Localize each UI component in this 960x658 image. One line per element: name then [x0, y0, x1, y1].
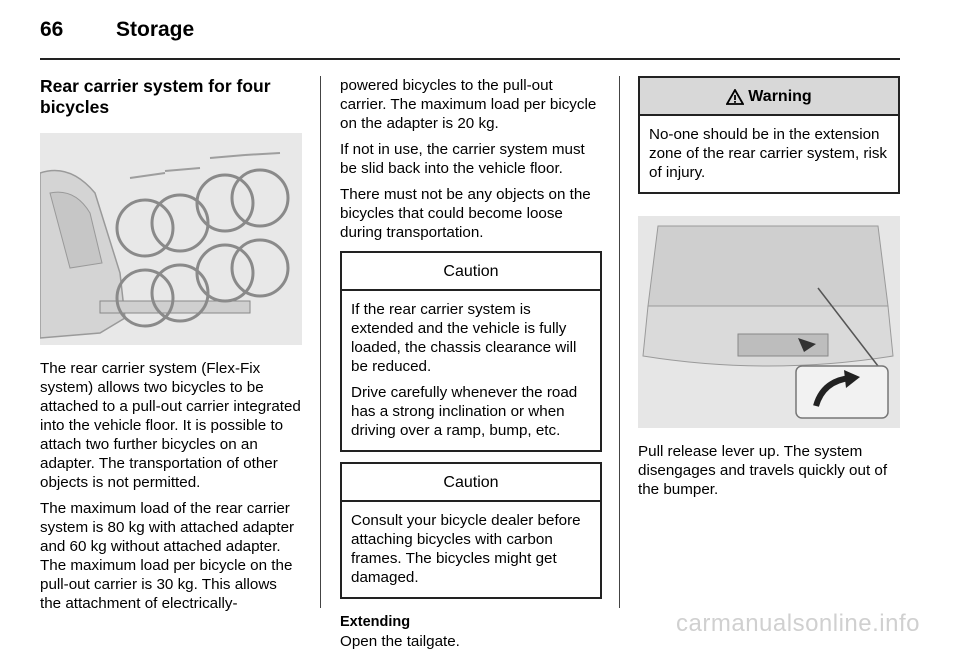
column-divider	[619, 76, 620, 608]
subheading: Extending	[340, 614, 411, 630]
figure-caption: Pull release lever up. The system diseng…	[638, 443, 888, 498]
header-divider	[40, 58, 900, 60]
caution-title: Caution	[342, 464, 600, 502]
column-1: Rear carrier system for four bicycles Th…	[40, 76, 302, 620]
caution-box: Caution If the rear carrier system is ex…	[340, 251, 602, 452]
paragraph: If not in use, the carrier system must b…	[340, 141, 585, 177]
watermark: carmanualsonline.info	[676, 610, 920, 637]
column-3: Warning No-one should be in the extensio…	[638, 76, 900, 506]
paragraph: The rear carrier system (Flex-Fix system…	[40, 360, 301, 491]
warning-icon	[725, 88, 745, 105]
warning-box: Warning No-one should be in the extensio…	[638, 76, 900, 194]
paragraph: There must not be any objects on the bic…	[340, 186, 591, 241]
column-divider	[320, 76, 321, 608]
section-title: Storage	[116, 18, 195, 41]
caution-title: Caution	[342, 253, 600, 291]
column-2: powered bicycles to the pull-out carrier…	[340, 76, 602, 658]
warning-title: Warning	[748, 88, 812, 105]
warning-text: No-one should be in the extension zone o…	[649, 126, 888, 181]
section-heading: Rear carrier system for four bicycles	[40, 76, 271, 117]
page-number: 66	[40, 18, 64, 41]
caution-box: Caution Consult your bicycle dealer befo…	[340, 462, 602, 599]
paragraph: The maximum load of the rear carrier sys…	[40, 500, 295, 612]
warning-header: Warning	[640, 78, 898, 116]
bicycle-carrier-illustration	[40, 133, 302, 345]
caution-text: Consult your bicycle dealer before attac…	[351, 512, 581, 586]
page-header: 66 Storage	[40, 18, 194, 48]
release-lever-illustration	[638, 216, 900, 428]
paragraph: powered bicycles to the pull-out carrier…	[340, 77, 597, 132]
caution-text: If the rear carrier system is extended a…	[351, 301, 577, 375]
caution-text: Drive carefully whenever the road has a …	[351, 384, 578, 439]
